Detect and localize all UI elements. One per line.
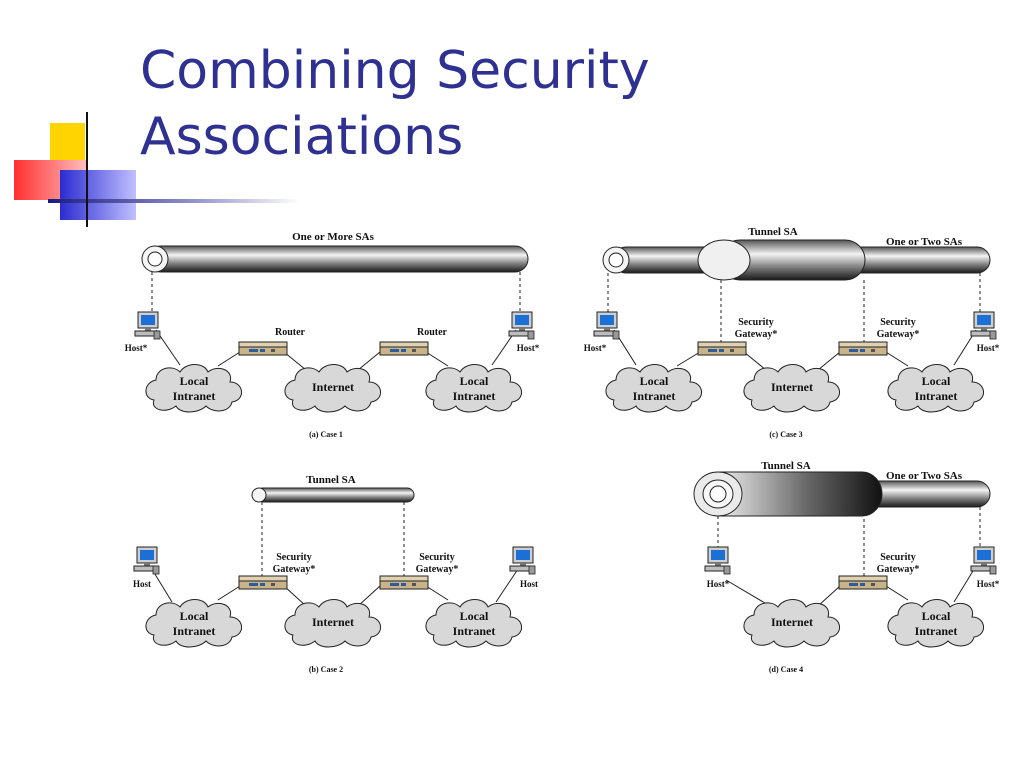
case2-caption: (b) Case 2: [309, 665, 343, 674]
case1-tube: [141, 245, 529, 273]
case3-links: [613, 329, 977, 371]
case3-gw-left-line2: Gateway*: [735, 329, 778, 340]
case2-gateway-right-icon: [379, 575, 429, 590]
case4-host-left-label: Host*: [707, 579, 730, 589]
case2-gw-right-line2: Gateway*: [416, 564, 459, 575]
case1-router-right-label: Router: [417, 327, 448, 338]
blue-square: [60, 170, 136, 220]
case4-host-right-icon: [970, 546, 997, 575]
case2-drops: [261, 502, 405, 576]
case3-host-right-icon: [970, 311, 997, 340]
case3-gateway-right-icon: [838, 341, 888, 356]
case4-gateway-icon: [838, 575, 888, 590]
case3-host-left-icon: [593, 311, 620, 340]
case4-cloud-right-line1: Local: [922, 609, 951, 623]
case3-tubes: [602, 239, 991, 281]
yellow-square: [50, 123, 85, 165]
case-4: Tunnel SA One or Two SAs Host* Host* Sec…: [693, 460, 1000, 674]
case2-links: [149, 565, 521, 607]
case4-cloud-mid-label: Internet: [771, 615, 813, 629]
case1-tube-label: One or More SAs: [292, 231, 374, 243]
case3-gw-right-line2: Gateway*: [877, 329, 920, 340]
case1-cloud-left-line1: Local: [180, 374, 209, 388]
case1-caption: (a) Case 1: [309, 430, 343, 439]
case4-tube-outer-label: Tunnel SA: [761, 460, 810, 472]
case3-cloud-left-line1: Local: [640, 374, 669, 388]
case2-host-right-label: Host: [520, 579, 538, 589]
case3-caption: (c) Case 3: [769, 430, 802, 439]
case2-host-right-icon: [509, 546, 536, 575]
case4-cloud-right-line2: Intranet: [915, 624, 958, 638]
deco-vertical-line: [86, 112, 88, 227]
case3-host-left-label: Host*: [584, 343, 607, 353]
case2-gw-right-line1: Security: [419, 552, 455, 563]
case4-gw-line2: Gateway*: [877, 564, 920, 575]
case1-router-left-icon: [238, 341, 288, 356]
case-3: Tunnel SA One or Two SAs Host* Host* Sec…: [584, 226, 1000, 439]
case3-cloud-right-line2: Intranet: [915, 389, 958, 403]
title-line-1: Combining Security: [140, 41, 650, 101]
title-underline: [48, 199, 300, 203]
case1-cloud-mid-label: Internet: [312, 380, 354, 394]
case2-cloud-left-line2: Intranet: [173, 624, 216, 638]
case2-cloud-right-line1: Local: [460, 609, 489, 623]
case1-router-right-icon: [379, 341, 429, 356]
case4-host-right-label: Host*: [977, 579, 1000, 589]
case2-cloud-mid-label: Internet: [312, 615, 354, 629]
case-2: Tunnel SA Host Host Security Gateway* Se…: [133, 474, 538, 674]
slide-title: Combining Security Associations: [140, 38, 650, 170]
case2-host-left-label: Host: [133, 579, 151, 589]
case4-drops: [717, 507, 981, 576]
case2-tube: [251, 487, 415, 503]
case3-tube-inner-label: One or Two SAs: [886, 236, 963, 248]
case3-tube-outer-label: Tunnel SA: [748, 226, 797, 238]
case3-gw-left-line1: Security: [738, 317, 774, 328]
case1-host-left-icon: [134, 311, 161, 340]
case2-gw-left-line1: Security: [276, 552, 312, 563]
case3-gw-right-line1: Security: [880, 317, 916, 328]
case1-cloud-right-line1: Local: [460, 374, 489, 388]
case4-links: [725, 565, 977, 607]
case2-gateway-left-icon: [238, 575, 288, 590]
case3-cloud-right-line1: Local: [922, 374, 951, 388]
case4-gw-line1: Security: [880, 552, 916, 563]
case1-cloud-left-line2: Intranet: [173, 389, 216, 403]
case3-cloud-mid-label: Internet: [771, 380, 813, 394]
title-line-2: Associations: [140, 107, 464, 167]
case3-cloud-left-line2: Intranet: [633, 389, 676, 403]
case2-gw-left-line2: Gateway*: [273, 564, 316, 575]
case3-gateway-left-icon: [697, 341, 747, 356]
case4-host-left-icon: [704, 546, 731, 575]
case1-router-left-label: Router: [275, 327, 306, 338]
case1-host-right-icon: [508, 311, 535, 340]
case2-cloud-right-line2: Intranet: [453, 624, 496, 638]
case2-cloud-left-line1: Local: [180, 609, 209, 623]
case1-host-right-label: Host*: [517, 343, 540, 353]
case4-tubes: [693, 471, 991, 517]
case1-cloud-right-line2: Intranet: [453, 389, 496, 403]
case-1: One or More SAs Host* Host* Router Route…: [125, 231, 540, 439]
case2-tube-label: Tunnel SA: [306, 474, 355, 486]
case1-host-left-label: Host*: [125, 343, 148, 353]
case3-host-right-label: Host*: [977, 343, 1000, 353]
case1-links: [155, 329, 517, 371]
case2-host-left-icon: [133, 546, 160, 575]
case4-tube-inner-label: One or Two SAs: [886, 470, 963, 482]
case4-caption: (d) Case 4: [769, 665, 803, 674]
case3-drops: [607, 273, 981, 342]
slide-decoration: [14, 112, 300, 227]
